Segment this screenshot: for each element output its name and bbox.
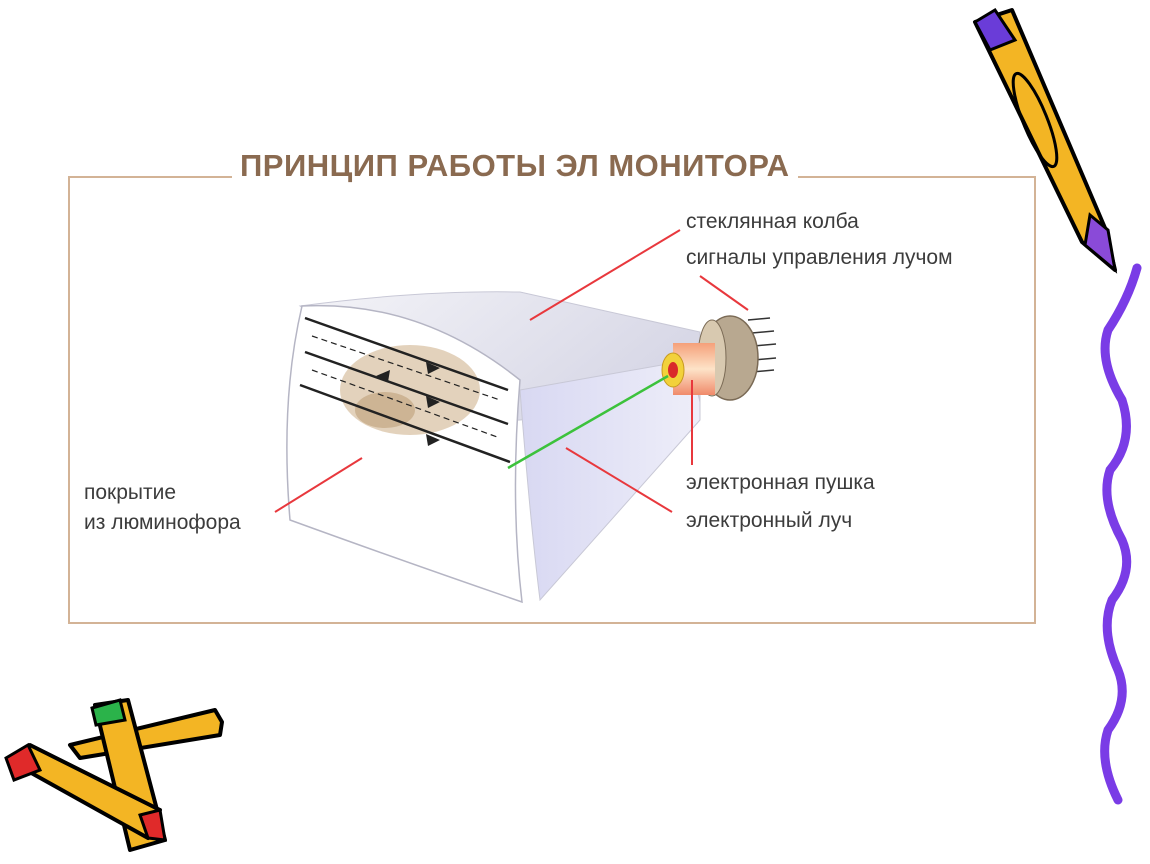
label-electron-beam: электронный луч [686, 509, 853, 532]
label-phosphor-coating-2: из люминофора [84, 511, 241, 534]
label-beam-control-signals: сигналы управления лучом [686, 246, 953, 269]
electron-gun-icon [661, 315, 777, 401]
zigzag-ribbon-icon [1100, 263, 1142, 805]
electron-beam-line [507, 374, 669, 470]
crayons-icon [4, 698, 224, 852]
label-phosphor-coating-1: покрытие [84, 481, 177, 504]
leader-lines [274, 229, 749, 513]
label-electron-gun: электронная пушка [686, 471, 875, 494]
screen-face-icon [286, 304, 523, 604]
diagram-title: ПРИНЦИП РАБОТЫ ЭЛ МОНИТОРА [232, 148, 798, 184]
label-glass-bulb: стеклянная колба [686, 210, 859, 233]
pencil-icon [973, 7, 1118, 274]
